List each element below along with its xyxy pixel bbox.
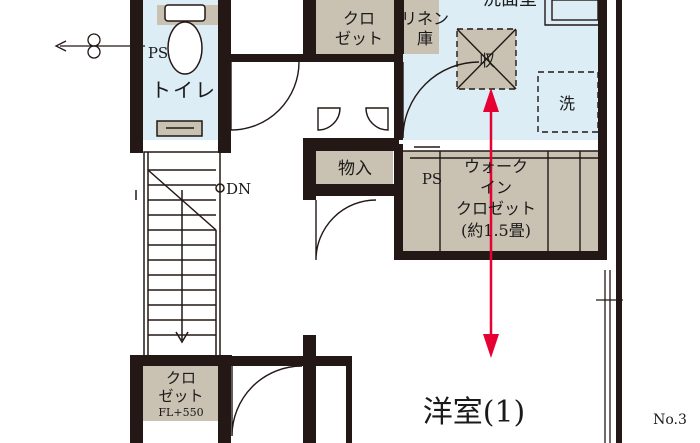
storage-mark-label: 収 (479, 51, 495, 70)
linen-label-1: リネン (401, 9, 449, 28)
washer-label: 洗 (559, 94, 575, 113)
toilet-label: トイレ (151, 78, 217, 102)
closet-top-fill (316, 0, 402, 54)
washroom-label: 洗面室 (483, 0, 537, 10)
ps-left-label: PS (148, 44, 168, 62)
walkin-label-4: (約1.5畳) (461, 221, 531, 240)
walkin-shelves (403, 150, 598, 251)
doors (218, 61, 480, 437)
closet-top-label-2: ゼット (335, 29, 383, 48)
exterior-wall-window (596, 270, 623, 443)
ps-mid-label: PS (422, 170, 442, 188)
walkin-label-2: イン (480, 178, 512, 197)
walkin-fill (403, 151, 603, 251)
closet-bottom-fill (143, 366, 219, 421)
walkin-label-3: クロゼット (456, 199, 536, 218)
page-number: No.3 (653, 412, 687, 428)
linen-label-2: 庫 (417, 29, 433, 48)
walls (130, 0, 622, 443)
walkin-label-1: ウォーク (464, 157, 528, 176)
washroom-fixtures (456, 0, 599, 133)
dimension-arrow (483, 88, 499, 358)
storage-mid-label: 物入 (338, 159, 372, 179)
closet-top-label-1: クロ (343, 9, 375, 28)
linen-fill (403, 0, 439, 54)
storage-mid-fill (316, 151, 393, 184)
stairs-dn-label: DN (226, 180, 251, 198)
closet-bottom-label-2: ゼット (158, 387, 203, 405)
closet-bottom-label-1: クロ (166, 369, 196, 387)
closet-bottom-label-3: FL+550 (158, 406, 203, 419)
ps-pipe-left (54, 33, 145, 59)
bedroom-label: 洋室(1) (423, 395, 526, 430)
staircase (135, 151, 225, 357)
toilet-fixture (156, 4, 206, 137)
